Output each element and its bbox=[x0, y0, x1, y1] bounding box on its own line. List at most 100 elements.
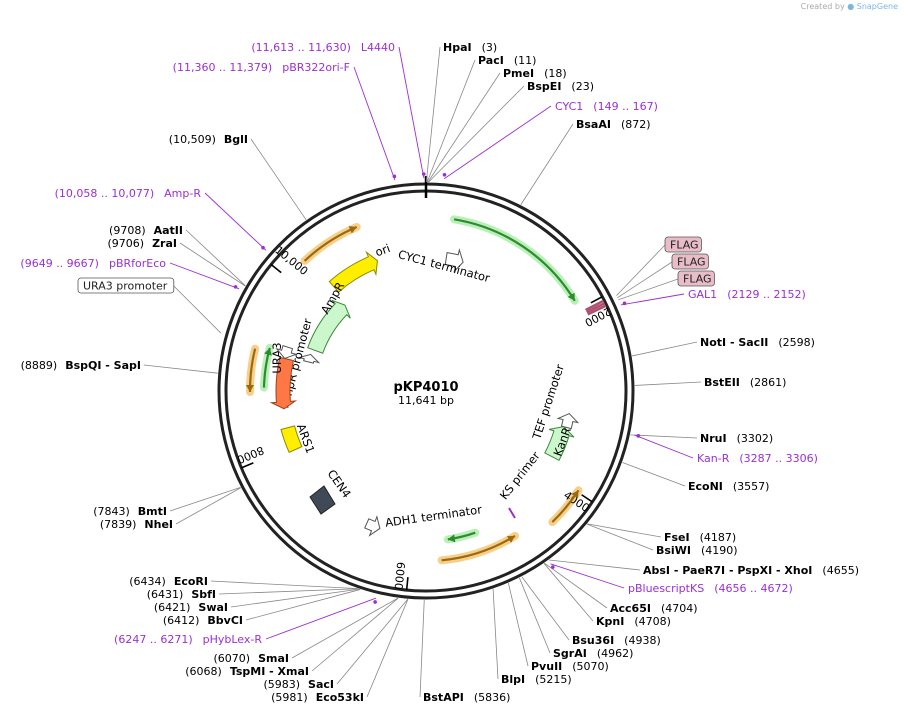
orf-arrow-head bbox=[567, 292, 575, 301]
site-label[interactable]: HpaI(3) bbox=[443, 41, 497, 54]
primer-range: (10,058 .. 10,077) bbox=[55, 187, 155, 200]
site-label[interactable]: (6070)SmaI bbox=[214, 652, 289, 665]
snapgene-logo-icon: ● bbox=[847, 2, 855, 11]
site-name: AbsI - PaeR7I - PspXI - XhoI bbox=[643, 564, 812, 577]
primer-label[interactable]: (10,058 .. 10,077)Amp-R bbox=[55, 187, 202, 200]
orf-arrow-head bbox=[264, 347, 272, 356]
primer-name: pBR322ori-F bbox=[282, 61, 350, 74]
ks-primer-label: KS primer bbox=[497, 449, 543, 503]
primer-label[interactable]: CYC1(149 .. 167) bbox=[555, 100, 658, 113]
boxed-label[interactable]: FLAG bbox=[670, 239, 699, 252]
site-label[interactable]: (6431)SbfI bbox=[147, 588, 216, 601]
feature-tef-promoter[interactable] bbox=[556, 412, 580, 430]
site-leader-line bbox=[169, 486, 241, 512]
site-pos: (4704) bbox=[661, 602, 698, 615]
site-label[interactable]: (8889)BspQI - SapI bbox=[21, 359, 141, 372]
primer-leader-line bbox=[204, 192, 267, 251]
primer-label[interactable]: (11,613 .. 11,630)L4440 bbox=[251, 41, 395, 54]
primer-label[interactable]: Kan-R(3287 .. 3306) bbox=[697, 452, 818, 465]
site-pos: (2598) bbox=[778, 336, 815, 349]
site-pos: (3302) bbox=[737, 432, 774, 445]
primer-label[interactable]: (11,360 .. 11,379)pBR322ori-F bbox=[173, 61, 350, 74]
site-name: SacI bbox=[308, 678, 334, 691]
site-name: EcoRI bbox=[174, 575, 208, 588]
site-pos: (7843) bbox=[93, 505, 130, 518]
feature-ampr[interactable] bbox=[307, 299, 351, 354]
site-pos: (6434) bbox=[129, 575, 166, 588]
site-label[interactable]: BstEII(2861) bbox=[704, 376, 786, 389]
site-label[interactable]: PacI(11) bbox=[478, 54, 536, 67]
site-label[interactable]: (7843)BmtI bbox=[93, 505, 167, 518]
feature-ampr-promoter[interactable] bbox=[297, 353, 321, 364]
site-leader-line bbox=[291, 597, 399, 659]
site-label[interactable]: EcoNI(3557) bbox=[688, 480, 769, 493]
site-label[interactable]: (10,509)BglI bbox=[169, 133, 248, 146]
site-label[interactable]: BspEI(23) bbox=[527, 80, 594, 93]
site-leader-line bbox=[426, 59, 476, 183]
boxed-label[interactable]: URA3 promoter bbox=[83, 280, 168, 293]
feature-ori[interactable] bbox=[328, 250, 378, 293]
site-name: Acc65I bbox=[610, 602, 651, 615]
site-label[interactable]: (7839)NheI bbox=[100, 518, 173, 531]
site-label[interactable]: NotI - SacII (2598) bbox=[700, 336, 815, 349]
site-label[interactable]: BsiWI(4190) bbox=[656, 544, 738, 557]
site-label[interactable]: BlpI(5215) bbox=[501, 673, 572, 686]
site-name: AatII bbox=[154, 224, 183, 237]
primer-label[interactable]: (9649 .. 9667)pBRforEco bbox=[20, 257, 166, 270]
site-pos: (4187) bbox=[700, 531, 737, 544]
site-label[interactable]: BsaAI(872) bbox=[576, 118, 651, 131]
site-label[interactable]: FseI(4187) bbox=[664, 531, 736, 544]
site-pos: (3557) bbox=[733, 480, 770, 493]
site-pos: (5981) bbox=[271, 691, 308, 704]
site-label[interactable]: BstAPI(5836) bbox=[423, 691, 510, 704]
primer-label[interactable]: pBluescriptKS(4656 .. 4672) bbox=[628, 582, 793, 595]
boxed-label[interactable]: FLAG bbox=[677, 256, 706, 269]
site-label[interactable]: (6434) EcoRI bbox=[129, 575, 208, 588]
primer-name: Kan-R bbox=[697, 452, 730, 465]
site-name: Eco53kI bbox=[316, 691, 364, 704]
feature-ura3-promoter[interactable] bbox=[275, 345, 298, 360]
cen4-feature[interactable] bbox=[309, 485, 336, 515]
feature-label: ADH1 terminator bbox=[384, 502, 483, 529]
primer-label[interactable]: (6247 .. 6271)pHybLex-R bbox=[114, 633, 262, 646]
feature-ura3[interactable] bbox=[269, 356, 298, 410]
orf-arrow-head bbox=[245, 384, 254, 393]
site-label[interactable]: (5983)SacI bbox=[263, 678, 334, 691]
site-pos: (11) bbox=[514, 54, 537, 67]
site-label[interactable]: (5981) Eco53kI bbox=[271, 691, 364, 704]
site-label[interactable]: NruI(3302) bbox=[700, 432, 773, 445]
site-leader-line bbox=[427, 72, 501, 183]
boxed-label[interactable]: FLAG bbox=[683, 273, 712, 286]
site-leader-line bbox=[250, 138, 307, 221]
primer-layer: (11,613 .. 11,630)L4440 (11,360 .. 11,379… bbox=[20, 41, 818, 646]
site-label[interactable]: KpnI(4708) bbox=[596, 615, 671, 628]
primer-leader-line bbox=[443, 105, 552, 180]
site-leader-line bbox=[218, 588, 359, 595]
site-label[interactable]: AbsI - PaeR7I - PspXI - XhoI(4655) bbox=[643, 564, 859, 577]
site-label[interactable]: PvuII(5070) bbox=[531, 660, 609, 673]
site-label[interactable]: (6068)TspMI - XmaI bbox=[185, 665, 309, 678]
site-label[interactable]: (6421)SwaI bbox=[154, 601, 228, 614]
site-name: BsiWI bbox=[656, 544, 691, 557]
site-pos: (9706) bbox=[108, 237, 145, 250]
primer-label[interactable]: GAL1(2129 .. 2152) bbox=[688, 288, 806, 301]
site-label[interactable]: Acc65I (4704) bbox=[610, 602, 698, 615]
site-label[interactable]: SgrAI(4962) bbox=[553, 647, 633, 660]
feature-kanr[interactable] bbox=[544, 426, 575, 461]
site-label[interactable]: (6412)BbvCI bbox=[163, 614, 243, 627]
site-leader-line bbox=[179, 242, 246, 287]
site-pos: (6068) bbox=[185, 665, 222, 678]
site-name: NotI - SacII bbox=[700, 336, 768, 349]
site-name: NheI bbox=[144, 518, 173, 531]
site-label[interactable]: (9708)AatII bbox=[109, 224, 183, 237]
site-name: HpaI bbox=[443, 41, 472, 54]
site-label[interactable]: (9706)ZraI bbox=[108, 237, 178, 250]
feature-adh1-terminator[interactable] bbox=[364, 515, 381, 537]
site-leader-line bbox=[175, 487, 241, 525]
feature-ars1[interactable] bbox=[280, 425, 303, 454]
site-pos: (6431) bbox=[147, 588, 184, 601]
site-label[interactable]: PmeI(18) bbox=[503, 67, 567, 80]
site-label[interactable]: Bsu36I(4938) bbox=[572, 634, 661, 647]
feature-cyc1-terminator[interactable] bbox=[444, 247, 464, 273]
